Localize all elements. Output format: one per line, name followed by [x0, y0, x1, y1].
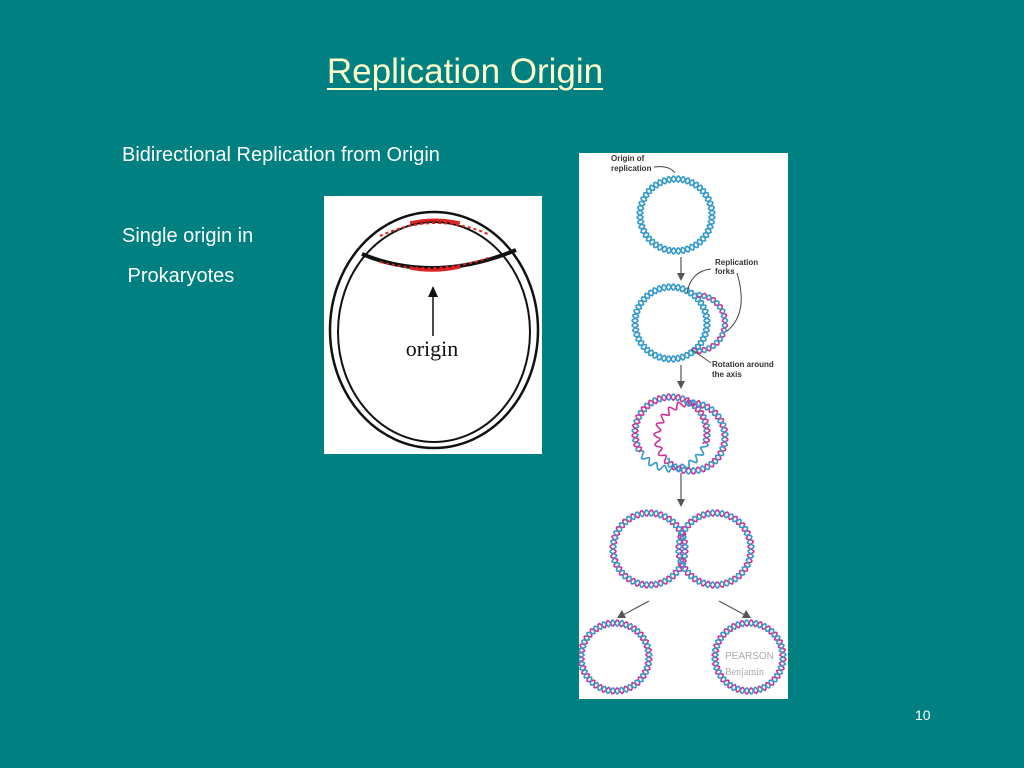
origin-bar: [361, 248, 517, 271]
svg-text:Origin of replication: Origin of replication Replication forks …: [611, 154, 776, 379]
dna-daughter-linked-1b: [609, 509, 689, 589]
dna-bubble-stage2-b: [692, 291, 729, 355]
label-origin-1: Origin of: [611, 154, 645, 163]
replication-bubble-top: [379, 222, 489, 237]
dna-daughter-linked-2b: [675, 509, 755, 589]
slide-number: 10: [915, 707, 931, 723]
publisher-pearson: PEARSON: [725, 651, 774, 662]
dna-bubble-stage3-b: [667, 399, 729, 475]
step-arrows: [617, 257, 751, 618]
bullet-prokaryotes: Prokaryotes: [122, 265, 235, 287]
dna-daughter-linked-2: [675, 509, 755, 589]
label-rotation-1: Rotation around: [712, 360, 774, 369]
label-forks-1: Replication: [715, 258, 758, 267]
replication-stages-figure: Origin of replication Replication forks …: [579, 153, 788, 699]
replication-bubble-bottom: [379, 257, 489, 270]
outer-circle: [328, 210, 540, 450]
label-forks-2: forks: [715, 267, 735, 276]
dna-circle-parent-b: [636, 175, 716, 255]
label-rotation-2: the axis: [712, 370, 742, 379]
origin-label: origin: [406, 336, 459, 361]
dna-daughter-1b: [579, 619, 653, 695]
bullet-single-origin: Single origin in: [122, 225, 254, 247]
origin-diagram: origin: [324, 196, 542, 454]
dna-circle-stage2-b: [631, 283, 711, 363]
dna-circle-stage3-b: [631, 393, 711, 453]
dna-circle-parent: [636, 175, 716, 255]
dna-daughter-linked-1: [609, 509, 689, 589]
dna-bubble-stage3: [653, 399, 729, 475]
label-origin-2: replication: [611, 164, 652, 173]
publisher-benjamin: Benjamin: [725, 667, 764, 678]
slide-title: Replication Origin: [326, 52, 604, 91]
bullet-bidirectional: Bidirectional Replication from Origin: [122, 144, 440, 166]
dna-daughter-2b: [711, 619, 787, 695]
